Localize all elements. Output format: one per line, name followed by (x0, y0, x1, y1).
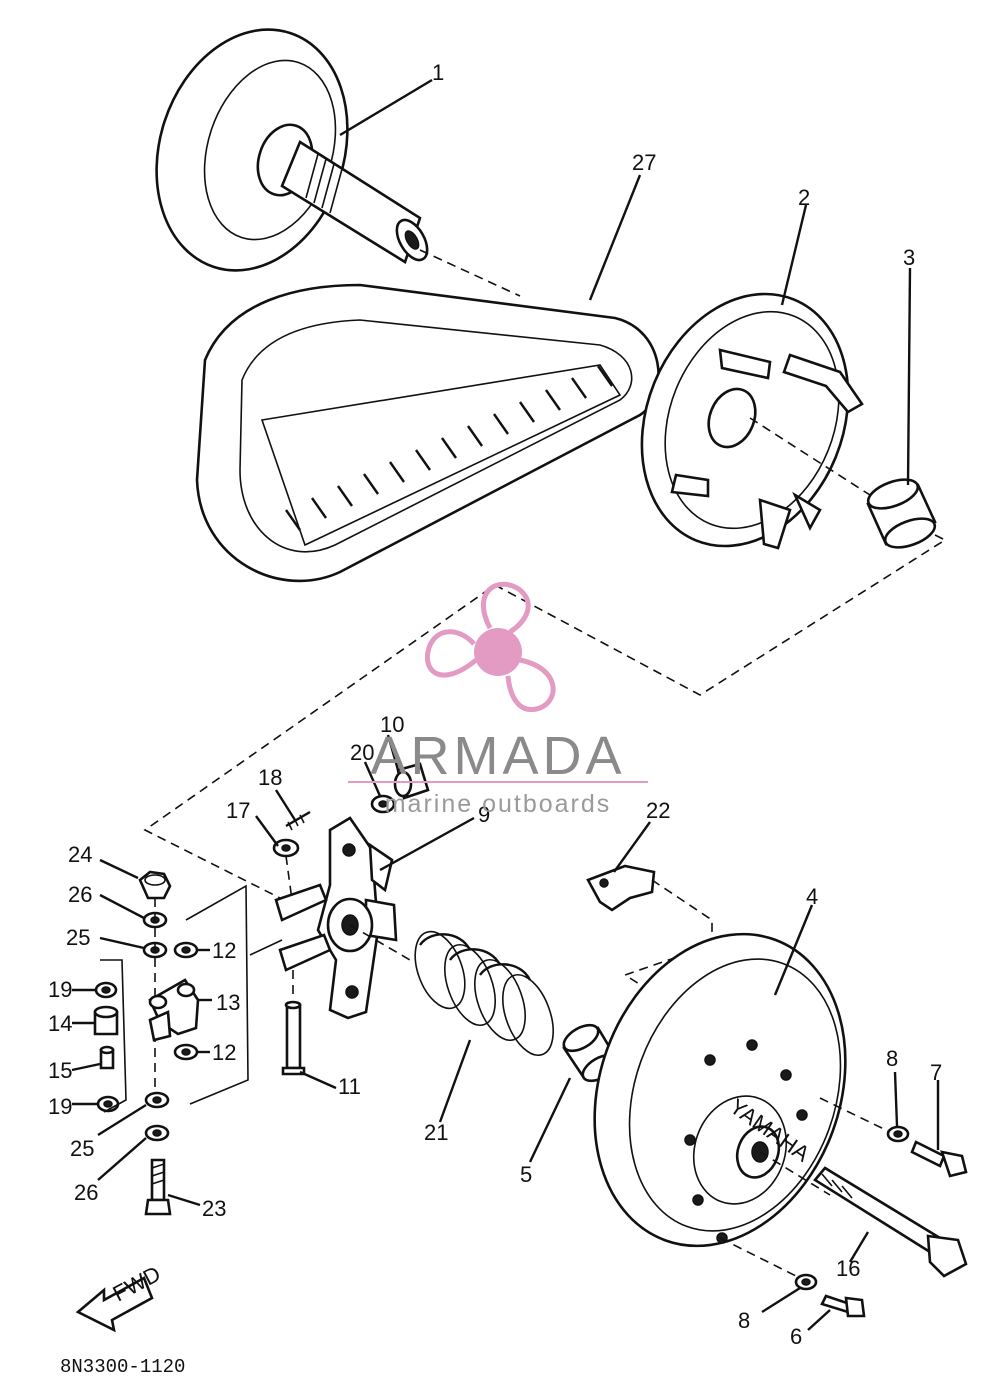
spring-part-21 (414, 930, 554, 1056)
callout-14: 14 (48, 1011, 72, 1036)
bracket-right (185, 884, 249, 1105)
pin-part-11 (281, 970, 306, 1076)
callout-17: 17 (226, 798, 250, 823)
watermark-tagline: marine outboards (385, 790, 612, 818)
callout-8-top: 8 (886, 1046, 898, 1071)
callout-8-bottom: 8 (738, 1308, 750, 1333)
primary-sheave-part-1 (155, 28, 429, 272)
belt-teeth (285, 365, 613, 531)
callout-3: 3 (903, 245, 915, 270)
washer-part-25-bottom (144, 1091, 170, 1109)
bolt-part-6 (820, 1294, 866, 1318)
callout-9: 9 (478, 802, 490, 827)
callout-7: 7 (930, 1060, 942, 1085)
callout-21: 21 (424, 1120, 448, 1145)
bolt-part-7 (910, 1140, 968, 1178)
propeller-logo-icon (424, 581, 556, 713)
bolt-part-23 (144, 1158, 172, 1216)
callout-26-top: 26 (68, 882, 92, 907)
sheave-cover-part-2 (640, 292, 871, 550)
callout-12-bottom: 12 (212, 1040, 236, 1065)
callout-13: 13 (216, 990, 240, 1015)
callout-12-top: 12 (212, 938, 236, 963)
callout-20: 20 (350, 740, 374, 765)
washer-part-8-bottom (794, 1273, 818, 1291)
spring-pin-part-18 (285, 810, 311, 831)
callout-23: 23 (202, 1196, 226, 1221)
callout-6: 6 (790, 1324, 802, 1349)
callout-25-top: 25 (66, 925, 90, 950)
callout-2: 2 (798, 185, 810, 210)
leader-lines (71, 78, 940, 1331)
callout-22: 22 (646, 798, 670, 823)
nut-part-24 (138, 870, 172, 900)
washer-part-20 (370, 794, 396, 814)
callout-10: 10 (380, 712, 404, 737)
collar-part-17 (272, 838, 300, 901)
secondary-sheave-part-4: YAMAHA (593, 932, 891, 1279)
callout-19-bottom: 19 (48, 1094, 72, 1119)
callout-24: 24 (68, 842, 92, 867)
callout-18: 18 (258, 765, 282, 790)
pin-part-15 (99, 1045, 115, 1070)
washer-part-26-bottom (144, 1124, 170, 1142)
callout-19-top: 19 (48, 977, 72, 1002)
callout-26-bottom: 26 (74, 1180, 98, 1205)
bolt-part-16 (813, 1166, 968, 1278)
drive-belt-part-27 (195, 283, 660, 583)
callout-27: 27 (632, 150, 656, 175)
callout-1: 1 (432, 60, 444, 85)
figure-code: 8N3300-1120 (60, 1356, 185, 1378)
washer-part-12-top (173, 941, 199, 959)
washer-part-12-bottom (173, 1043, 199, 1061)
watermark: ARMADA marine outboards (348, 726, 648, 818)
callout-25-bottom: 25 (70, 1136, 94, 1161)
assembly-line-shaft (419, 249, 521, 297)
callout-5: 5 (520, 1162, 532, 1187)
callout-15: 15 (48, 1058, 72, 1083)
forward-direction-arrow-icon: FWD (75, 1261, 165, 1333)
callout-labels: 1 27 2 3 10 20 18 17 9 22 24 26 25 12 19… (48, 60, 942, 1349)
washer-part-19-bottom (96, 1095, 120, 1113)
lever-part-13 (148, 978, 200, 1042)
washer-part-8-top (886, 1125, 910, 1143)
collar-part-14 (93, 1005, 119, 1036)
assembly-line-loop (143, 534, 947, 899)
bushing-part-3 (866, 478, 937, 549)
bracket-left (100, 959, 127, 1113)
washer-part-19-top (94, 981, 118, 999)
callout-11: 11 (338, 1074, 361, 1099)
watermark-brand: ARMADA (370, 726, 625, 786)
callout-16: 16 (836, 1256, 860, 1281)
callout-4: 4 (806, 884, 818, 909)
weight-arm-part-9 (274, 816, 411, 1020)
